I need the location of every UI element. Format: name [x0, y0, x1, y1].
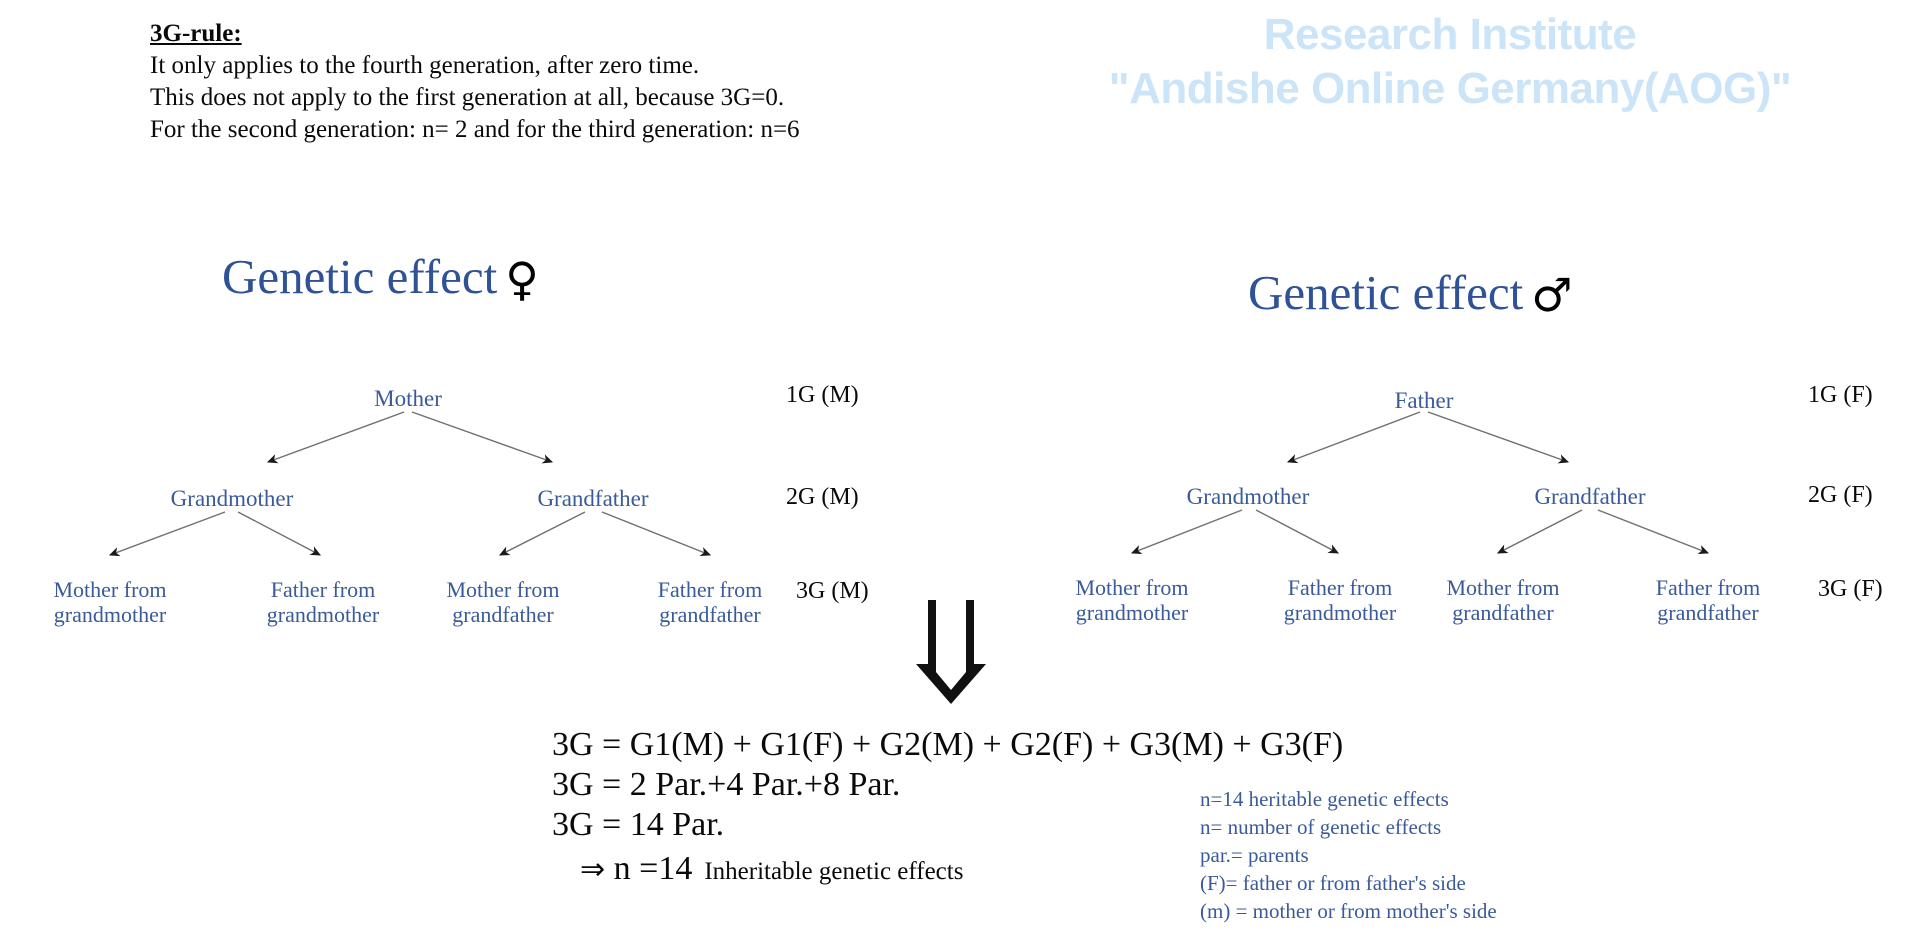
tree-right-leaf-3-line2: grandfather	[1452, 599, 1554, 625]
formula-conclusion-text: Inheritable genetic effects	[704, 858, 964, 886]
legend-line-1: n=14 heritable genetic effects	[1200, 787, 1449, 811]
tree-left-leaf-4: Father from grandfather	[635, 577, 785, 627]
rule-note-title: 3G-rule:	[150, 20, 242, 47]
legend-line-3: par.= parents	[1200, 842, 1309, 867]
tree-left-leaf-1: Mother from grandmother	[35, 577, 185, 627]
tree-right-leaf-3: Mother from grandfather	[1428, 575, 1578, 625]
tree-right-leaf-2-line1: Father from	[1287, 575, 1393, 600]
formula-block: 3G = G1(M) + G1(F) + G2(M) + G2(F) + G3(…	[552, 725, 1343, 889]
page-title-maternal: Genetic effect♀	[222, 252, 539, 302]
heading-right-text: Genetic effect	[1248, 265, 1524, 320]
implies-arrow-icon: ⇒	[580, 852, 606, 888]
rule-note-line-3: For the second generation: n= 2 and for …	[150, 116, 800, 143]
family-tree-maternal: Mother Grandmother Grandfather Mother fr…	[0, 0, 820, 650]
tree-left-leaf-2-line1: Father from	[270, 577, 376, 602]
heading-left-text: Genetic effect	[222, 249, 498, 304]
rule-note-block: 3G-rule: It only applies to the fourth g…	[150, 18, 1050, 146]
tree-right-leaf-3-line1: Mother from	[1446, 575, 1560, 600]
tree-right-leaf-1-line1: Mother from	[1075, 575, 1189, 600]
formula-line-1: 3G = G1(M) + G1(F) + G2(M) + G2(F) + G3(…	[552, 726, 1344, 763]
gen-label-right-3g: 3G (F)	[1818, 576, 1883, 602]
tree-left-leaf-4-line2: grandfather	[659, 601, 761, 627]
tree-right-node-grandfather: Grandfather	[1534, 484, 1646, 509]
institute-title-line-1: Research Institute	[1263, 10, 1637, 59]
tree-left-node-grandmother: Grandmother	[170, 486, 294, 511]
legend-block: n=14 heritable genetic effects n= number…	[1200, 786, 1497, 926]
gen-label-right-1g: 1G (F)	[1808, 382, 1873, 408]
tree-left-node-root: Mother	[374, 386, 442, 411]
tree-left-leaf-3: Mother from grandfather	[428, 577, 578, 627]
tree-right-leaf-1: Mother from grandmother	[1057, 575, 1207, 625]
institute-title-line-2: "Andishe Online Germany(AOG)"	[1108, 63, 1792, 113]
tree-right-leaf-4: Father from grandfather	[1633, 575, 1783, 625]
male-symbol-icon: ♂	[1531, 268, 1573, 322]
tree-left-connectors	[108, 411, 712, 557]
formula-line-3: 3G = 14 Par.	[552, 806, 725, 844]
tree-right-node-root: Father	[1394, 388, 1454, 413]
tree-left-leaf-3-line2: grandfather	[452, 601, 554, 627]
tree-left-leaf-2: Father from grandmother	[248, 577, 398, 627]
institute-title: Research Institute "Andishe Online Germa…	[1000, 8, 1900, 115]
tree-right-leaf-2-line2: grandmother	[1283, 599, 1397, 625]
legend-line-2: n= number of genetic effects	[1200, 814, 1442, 839]
gen-label-left-1g: 1G (M)	[786, 382, 859, 408]
tree-right-connectors	[1130, 411, 1710, 555]
tree-right-leaf-4-line2: grandfather	[1657, 599, 1759, 625]
tree-right-leaf-1-line2: grandmother	[1075, 599, 1189, 625]
tree-left-node-grandfather: Grandfather	[537, 486, 649, 511]
formula-line-2: 3G = 2 Par.+4 Par.+8 Par.	[552, 766, 901, 804]
rule-note-line-2: This does not apply to the first generat…	[150, 84, 785, 111]
tree-right-leaf-2: Father from grandmother	[1265, 575, 1415, 625]
legend-line-4: (F)= father or from father's side	[1200, 870, 1466, 895]
tree-right-node-grandmother: Grandmother	[1186, 484, 1310, 509]
family-tree-paternal: Father Grandmother Grandfather Mother fr…	[1020, 0, 1850, 650]
female-symbol-icon: ♀	[505, 252, 539, 306]
tree-left-leaf-1-line1: Mother from	[53, 577, 167, 602]
double-down-arrow-icon	[916, 600, 986, 704]
tree-left-leaf-2-line2: grandmother	[266, 601, 380, 627]
page-title-paternal: Genetic effect♂	[1248, 268, 1572, 318]
formula-conclusion: ⇒ n =14 Inheritable genetic effects	[580, 849, 1343, 889]
gen-label-right-2g: 2G (F)	[1808, 482, 1873, 508]
formula-conclusion-value: n =14	[613, 850, 693, 888]
tree-left-leaf-3-line1: Mother from	[446, 577, 560, 602]
tree-left-leaf-4-line1: Father from	[657, 577, 763, 602]
gen-label-left-2g: 2G (M)	[786, 484, 859, 510]
tree-right-leaf-4-line1: Father from	[1655, 575, 1761, 600]
rule-note-line-1: It only applies to the fourth generation…	[150, 52, 700, 79]
legend-line-5: (m) = mother or from mother's side	[1200, 898, 1497, 923]
tree-left-leaf-1-line2: grandmother	[53, 601, 167, 627]
gen-label-left-3g: 3G (M)	[796, 578, 869, 604]
